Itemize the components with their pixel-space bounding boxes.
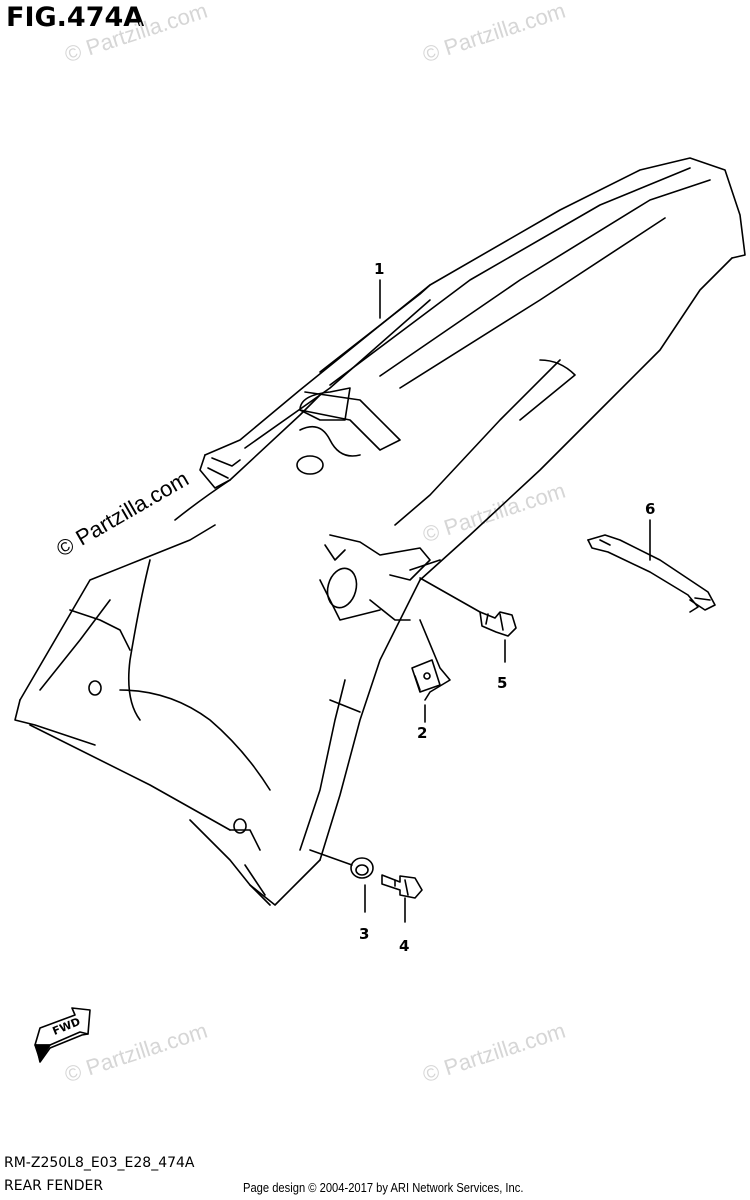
- callout-2: 2: [417, 724, 428, 742]
- callout-1: 1: [374, 260, 385, 278]
- fwd-arrow-icon: [34, 1007, 91, 1063]
- callout-4: 4: [399, 937, 410, 955]
- callout-3: 3: [359, 925, 370, 943]
- bolt-part-5: [419, 577, 517, 663]
- clip-nut-part: [411, 619, 451, 723]
- bolt-part-4: [381, 874, 423, 923]
- tool-part-6: [587, 519, 716, 613]
- figure-name: REAR FENDER: [4, 1178, 104, 1194]
- callout-6: 6: [645, 500, 656, 518]
- figure-code: RM-Z250L8_E03_E28_474A: [4, 1155, 195, 1171]
- figure-title: FIG.474A: [6, 2, 145, 33]
- rear-fender-part: [14, 157, 746, 906]
- copyright-credit: Page design © 2004-2017 by ARI Network S…: [243, 1180, 524, 1195]
- nut-part-3: [309, 849, 374, 913]
- callout-5: 5: [497, 674, 508, 692]
